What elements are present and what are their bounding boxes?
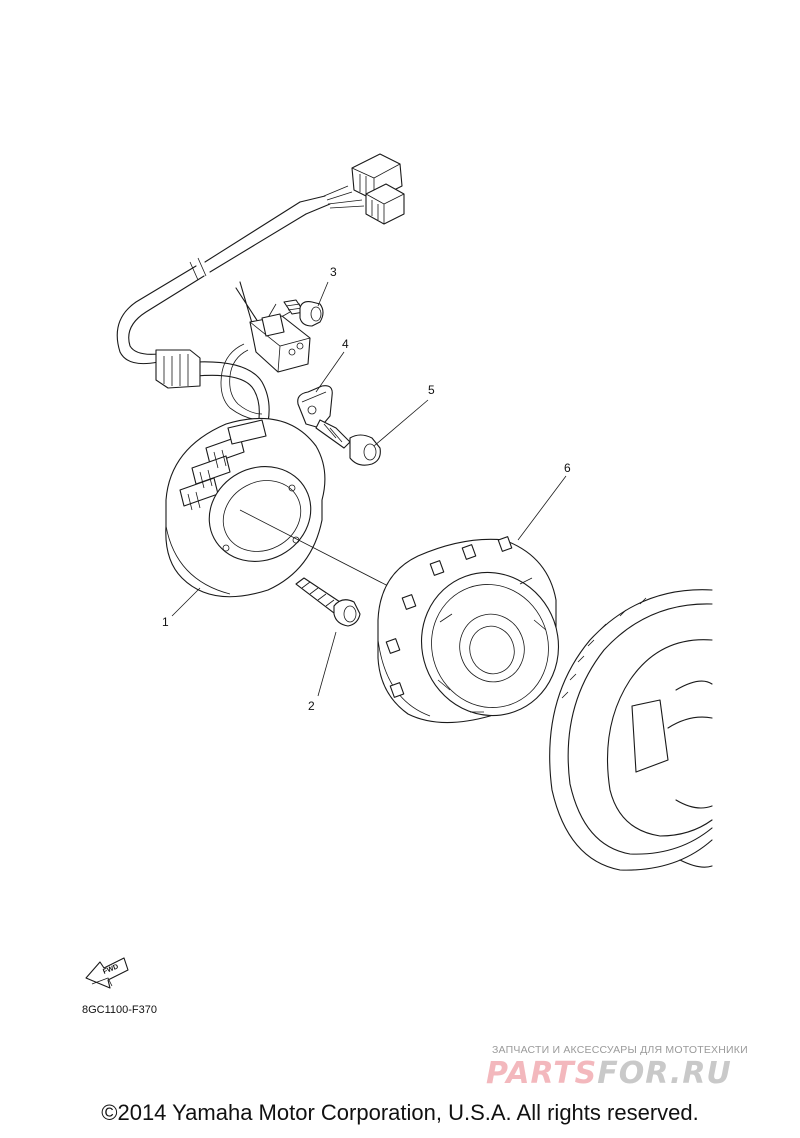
- watermark-logo-part2: FOR.RU: [597, 1056, 732, 1091]
- harness-connector-lower: [365, 183, 405, 225]
- wire-harness: [116, 185, 365, 427]
- fwd-arrow-icon: FWD: [85, 957, 129, 989]
- diagram-code: 8GC1100-F370: [82, 1004, 158, 1016]
- callout-4: 4: [342, 337, 349, 351]
- bolt-part-3: [283, 299, 324, 327]
- callout-2: 2: [308, 699, 315, 713]
- ring-gear-crank: [549, 589, 713, 871]
- watermark-logo-part1: PARTS: [486, 1056, 598, 1091]
- callout-5: 5: [428, 383, 435, 397]
- callout-leaders: [171, 281, 567, 697]
- harness-grommet: [155, 349, 201, 389]
- watermark-logo: PARTSFOR.RU: [486, 1056, 732, 1091]
- copyright-notice: ©2014 Yamaha Motor Corporation, U.S.A. A…: [101, 1100, 699, 1125]
- stator-part-1: [165, 417, 326, 598]
- callout-6: 6: [564, 461, 571, 475]
- pickup-coil: [220, 281, 311, 421]
- watermark-tagline: ЗАПЧАСТИ И АКСЕССУАРЫ ДЛЯ МОТОТЕХНИКИ: [492, 1044, 748, 1056]
- bracket-part-4: [297, 385, 333, 429]
- callout-3: 3: [330, 265, 337, 279]
- bolt-part-2: [295, 577, 361, 627]
- bolt-part-5: [315, 419, 381, 466]
- callout-1: 1: [162, 615, 169, 629]
- rotor-part-6: [377, 536, 560, 724]
